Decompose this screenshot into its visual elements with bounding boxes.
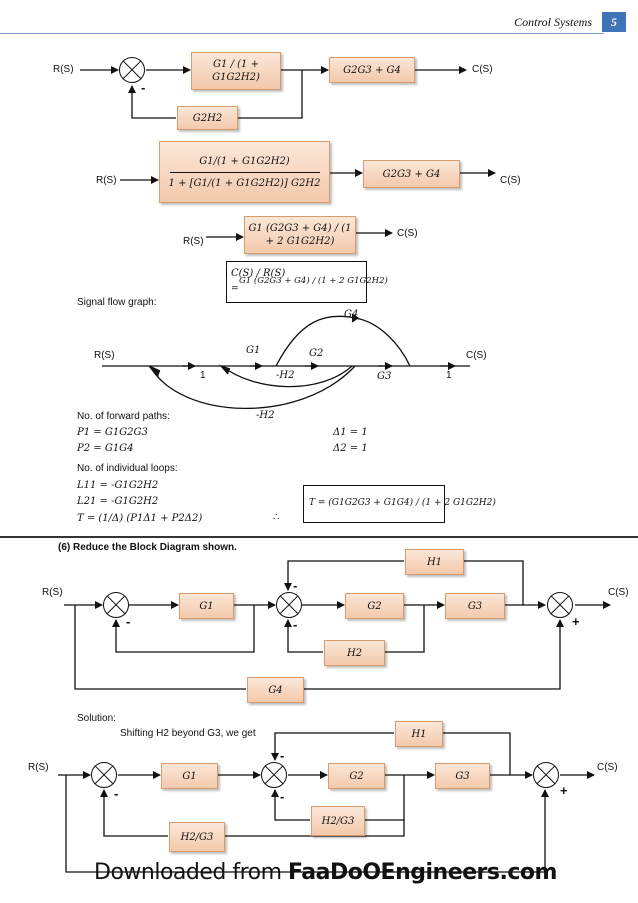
tf-lhs: C(S) / R(S) xyxy=(231,268,286,279)
watermark-brand: FaaDoOEngineers.com xyxy=(288,860,557,885)
sol-minus-2: - xyxy=(280,748,285,763)
q6-g1-block: G1 xyxy=(179,593,234,619)
sol-minus-1: - xyxy=(114,786,119,801)
sfg-unity-gain-b: 1 xyxy=(446,370,452,381)
sol-sum-3 xyxy=(533,762,559,788)
d1-feedback-block: G2H2 xyxy=(177,106,238,130)
sol-h2-over-g3-inner: H2/G3 xyxy=(311,806,365,836)
d2-denominator: 1 + [G1/(1 + G1G2H2)] G2H2 xyxy=(168,177,321,189)
sfg-h2-outer: -H2 xyxy=(256,410,275,421)
delta-2: Δ2 = 1 xyxy=(333,443,368,454)
q6-minus-2: - xyxy=(293,578,298,593)
q6-g3-block: G3 xyxy=(445,593,505,619)
d2-reduced-block: G1/(1 + G1G2H2) 1 + [G1/(1 + G1G2H2)] G2… xyxy=(159,141,330,203)
d3-input-label: R(S) xyxy=(183,236,204,247)
sfg-caption: Signal flow graph: xyxy=(77,297,157,308)
d2-fraction-bar xyxy=(169,171,320,173)
sfg-g1: G1 xyxy=(246,345,261,356)
q6-minus-1: - xyxy=(126,614,131,629)
delta-1: Δ1 = 1 xyxy=(333,427,368,438)
mason-formula: T = (1/Δ) (P1Δ1 + P2Δ2) xyxy=(77,513,203,524)
d2-input-label: R(S) xyxy=(96,175,117,186)
sol-g1-block: G1 xyxy=(161,763,218,789)
paths-title: No. of forward paths: xyxy=(77,411,170,422)
q6-minus-3: - xyxy=(293,617,298,632)
sfg-g4: G4 xyxy=(344,309,359,320)
q6-g2-block: G2 xyxy=(345,593,404,619)
sfg-input-label: R(S) xyxy=(94,350,115,361)
q6-input-label: R(S) xyxy=(42,587,63,598)
sfg-unity-gain-a: 1 xyxy=(200,370,206,381)
solution-text: Shifting H2 beyond G3, we get xyxy=(120,728,256,739)
q6-heading: (6) Reduce the Block Diagram shown. xyxy=(58,542,237,553)
path-p1: P1 = G1G2G3 xyxy=(77,427,148,438)
header-rule xyxy=(0,33,604,34)
sol-sum-2 xyxy=(261,762,287,788)
sol-output-label: C(S) xyxy=(597,762,618,773)
q6-h2-block: H2 xyxy=(324,640,385,666)
header-title: Control Systems xyxy=(514,15,592,29)
d1-g2g3-g4-block: G2G3 + G4 xyxy=(329,57,415,83)
sol-h2-over-g3-outer: H2/G3 xyxy=(169,822,225,852)
sfg-output-label: C(S) xyxy=(466,350,487,361)
sol-plus: + xyxy=(560,783,568,798)
sol-g2-block: G2 xyxy=(328,763,385,789)
therefore-symbol: ∴ xyxy=(273,512,280,523)
solution-label: Solution: xyxy=(77,713,116,724)
q6-plus: + xyxy=(572,614,580,629)
section-separator xyxy=(0,536,638,538)
path-p2: P2 = G1G4 xyxy=(77,443,134,454)
d1-minus-sign: - xyxy=(141,80,146,95)
sfg-g2: G2 xyxy=(309,348,324,359)
d2-output-label: C(S) xyxy=(500,175,521,186)
watermark-prefix: Downloaded from xyxy=(94,860,289,885)
q6-sum-2 xyxy=(276,592,302,618)
q6-h1-block: H1 xyxy=(405,549,464,575)
download-watermark: Downloaded from FaaDoOEngineers.com xyxy=(94,860,557,885)
sfg-h2-inner: -H2 xyxy=(276,370,295,381)
sol-g3-block: G3 xyxy=(435,763,490,789)
q6-sum-1 xyxy=(103,592,129,618)
loops-title: No. of individual loops: xyxy=(77,463,178,474)
q6-g4-block: G4 xyxy=(247,677,304,703)
result-box: T = (G1G2G3 + G1G4) / (1 + 2 G1G2H2) xyxy=(303,485,496,523)
d2-g2g3-g4-block: G2G3 + G4 xyxy=(363,160,460,188)
d3-closed-loop-block: G1 (G2G3 + G4) / (1 + 2 G1G2H2) xyxy=(244,216,356,254)
d1-summing-junction xyxy=(119,57,145,83)
page-number: 5 xyxy=(602,12,626,32)
sol-minus-3: - xyxy=(280,789,285,804)
transfer-function-box: C(S) / R(S) = G1 (G2G3 + G4) / (1 + 2 G1… xyxy=(226,261,388,303)
q6-sum-3 xyxy=(547,592,573,618)
d1-output-label: C(S) xyxy=(472,64,493,75)
d1-forward-block: G1 / (1 + G1G2H2) xyxy=(191,52,281,90)
d3-output-label: C(S) xyxy=(397,228,418,239)
d2-numerator: G1/(1 + G1G2H2) xyxy=(199,155,290,167)
result-formula: T = (G1G2G3 + G1G4) / (1 + 2 G1G2H2) xyxy=(309,498,496,508)
q6-output-label: C(S) xyxy=(608,587,629,598)
sfg-g3: G3 xyxy=(377,371,392,382)
loop-l11: L11 = -G1G2H2 xyxy=(77,480,159,491)
sol-h1-block: H1 xyxy=(395,721,443,747)
sol-input-label: R(S) xyxy=(28,762,49,773)
d1-input-label: R(S) xyxy=(53,64,74,75)
sol-sum-1 xyxy=(91,762,117,788)
loop-l21: L21 = -G1G2H2 xyxy=(77,496,159,507)
tf-rhs: G1 (G2G3 + G4) / (1 + 2 G1G2H2) xyxy=(239,276,388,286)
